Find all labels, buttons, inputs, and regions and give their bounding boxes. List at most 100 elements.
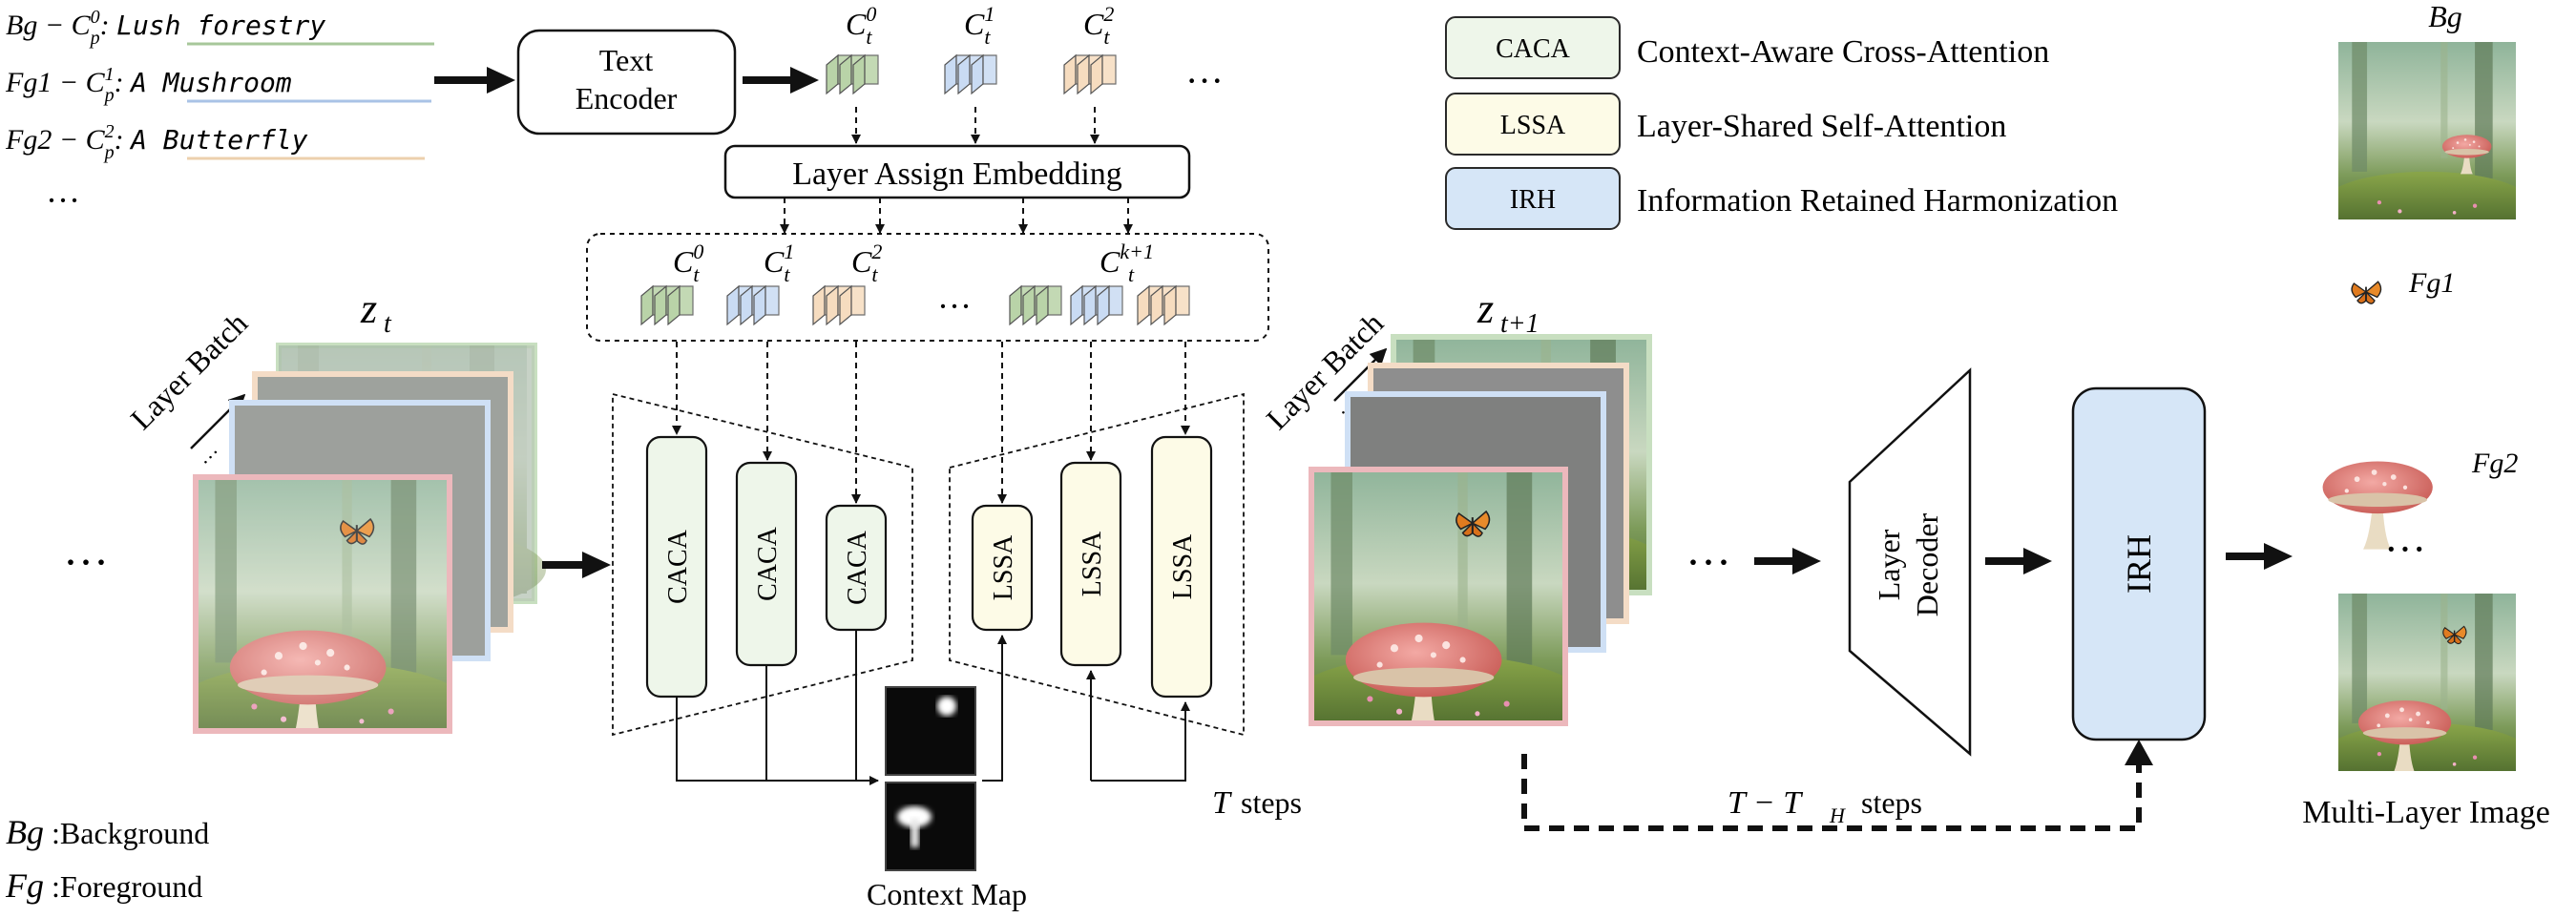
context-map-flow <box>676 630 1190 785</box>
svg-text:CACA: CACA <box>753 526 783 601</box>
arrow-encoder-to-tokens <box>743 67 819 94</box>
svg-text:LSSA: LSSA <box>1500 111 1566 140</box>
loop-arrowhead <box>2125 740 2153 765</box>
svg-text:IRH: IRH <box>2120 534 2158 594</box>
mid-ellipsis: ··· <box>1686 537 1731 588</box>
svg-text:IRH: IRH <box>1510 185 1556 215</box>
svg-text:Fg2 − C2p: A Butterfly: Fg2 − C2p: A Butterfly <box>5 121 308 163</box>
arrow-irh-to-output <box>2226 543 2293 570</box>
output-bg-layer: Bg <box>2338 0 2516 219</box>
output-caption: Multi-Layer Image <box>2302 795 2550 830</box>
svg-text:z: z <box>1476 285 1494 332</box>
svg-text:Encoder: Encoder <box>576 81 678 115</box>
svg-text:Information Retained Harmoniza: Information Retained Harmonization <box>1637 183 2118 219</box>
left-input-ellipsis: ··· <box>63 537 109 588</box>
irh-block: IRH <box>2071 386 2207 741</box>
svg-text:H: H <box>1829 803 1846 827</box>
output-fg2-layer: Fg2 <box>2322 448 2518 550</box>
svg-text:Fg2: Fg2 <box>2471 448 2518 479</box>
svg-text:Bg: Bg <box>6 813 44 851</box>
token-c0-block <box>826 53 879 95</box>
svg-text:Layer: Layer <box>1872 529 1906 600</box>
prompt-fg1-text: A Mushroom <box>129 67 292 98</box>
context-tokens-ellipsis: ··· <box>937 287 972 325</box>
layer-assign-embedding-box: Layer Assign Embedding <box>723 144 1191 199</box>
output-ellipsis: ··· <box>2384 526 2426 573</box>
arrow-prompt-to-encoder <box>434 67 515 94</box>
latent-zt1-stack <box>1309 334 1652 726</box>
caca-block-3: CACA <box>825 504 888 632</box>
svg-text:t+1: t+1 <box>1500 309 1539 339</box>
svg-text:Fg1 − C1p: A Mushroom: Fg1 − C1p: A Mushroom <box>5 64 292 106</box>
svg-text:Bg − C0p: Lush forestry: Bg − C0p: Lush forestry <box>6 7 325 49</box>
svg-text:z: z <box>360 285 377 332</box>
ctx-c1-block <box>726 284 780 326</box>
svg-text:Fg: Fg <box>5 866 44 905</box>
zt1-frame-composite <box>1309 467 1568 726</box>
arrows-tokens-to-assign <box>851 107 1100 144</box>
legend-lssa: LSSA Layer-Shared Self-Attention <box>1445 93 2006 156</box>
legend-caca: CACA Context-Aware Cross-Attention <box>1445 16 2049 79</box>
th-steps-label: T − T H steps <box>1728 785 1922 827</box>
svg-text:CACA: CACA <box>663 529 693 604</box>
t-steps-label: T steps <box>1212 785 1302 821</box>
svg-text::Background: :Background <box>52 816 209 850</box>
svg-text:T: T <box>1212 785 1232 821</box>
svg-text:t: t <box>384 309 392 339</box>
prompt-bg-label: Bg <box>6 10 37 41</box>
arrows-context-to-blocks <box>672 342 1190 504</box>
definition-fg: Fg :Foreground <box>5 866 202 905</box>
prompt-fg2-text: A Butterfly <box>129 124 308 156</box>
ctx-c0-block <box>640 284 694 326</box>
encoder-trapezoid <box>612 392 913 737</box>
svg-text:CACA: CACA <box>1496 34 1571 64</box>
definition-bg: Bg :Background <box>6 813 209 851</box>
latent-zt-stack <box>193 343 546 734</box>
svg-text:Layer Assign Embedding: Layer Assign Embedding <box>792 156 1122 192</box>
context-map-thumb-2 <box>885 782 976 871</box>
tokens-more-ellipsis: ··· <box>1185 59 1224 102</box>
ctx-ck1-peach <box>1137 284 1190 326</box>
ctx-ck1-blue <box>1070 284 1123 326</box>
svg-text:Decoder: Decoder <box>1910 512 1944 616</box>
svg-text:LSSA: LSSA <box>989 534 1018 600</box>
arrow-decoder-to-irh <box>1985 548 2052 574</box>
svg-text:Text: Text <box>599 43 654 77</box>
layer-decoder-block: Layer Decoder <box>1848 367 1972 757</box>
latent-zt1-label: z t+1 <box>1476 285 1539 339</box>
svg-text:steps: steps <box>1861 785 1922 820</box>
svg-text:Context-Aware Cross-Attention: Context-Aware Cross-Attention <box>1637 34 2049 70</box>
svg-text:LSSA: LSSA <box>1078 531 1107 596</box>
legend-irh: IRH Information Retained Harmonization <box>1445 167 2118 230</box>
svg-text:Bg: Bg <box>2428 0 2462 33</box>
svg-text::Foreground: :Foreground <box>52 869 202 904</box>
arrows-assign-to-context <box>780 198 1133 234</box>
svg-text:Layer-Shared Self-Attention: Layer-Shared Self-Attention <box>1637 109 2006 144</box>
prompt-more-ellipsis: ··· <box>46 181 80 219</box>
prompt-fg2-label: Fg2 <box>5 124 52 156</box>
svg-text:T − T: T − T <box>1728 785 1803 821</box>
token-c2-block <box>1063 53 1117 95</box>
caca-block-1: CACA <box>645 435 708 699</box>
svg-text:LSSA: LSSA <box>1168 533 1198 599</box>
context-map-thumb-1 <box>885 686 976 776</box>
token-c1-block <box>944 53 997 95</box>
lssa-block-2: LSSA <box>1059 461 1122 667</box>
text-encoder-box: Text Encoder <box>516 29 737 136</box>
arrow-to-layer-decoder <box>1754 548 1821 574</box>
svg-text:steps: steps <box>1241 785 1302 820</box>
svg-text:Fg1: Fg1 <box>2408 267 2455 299</box>
